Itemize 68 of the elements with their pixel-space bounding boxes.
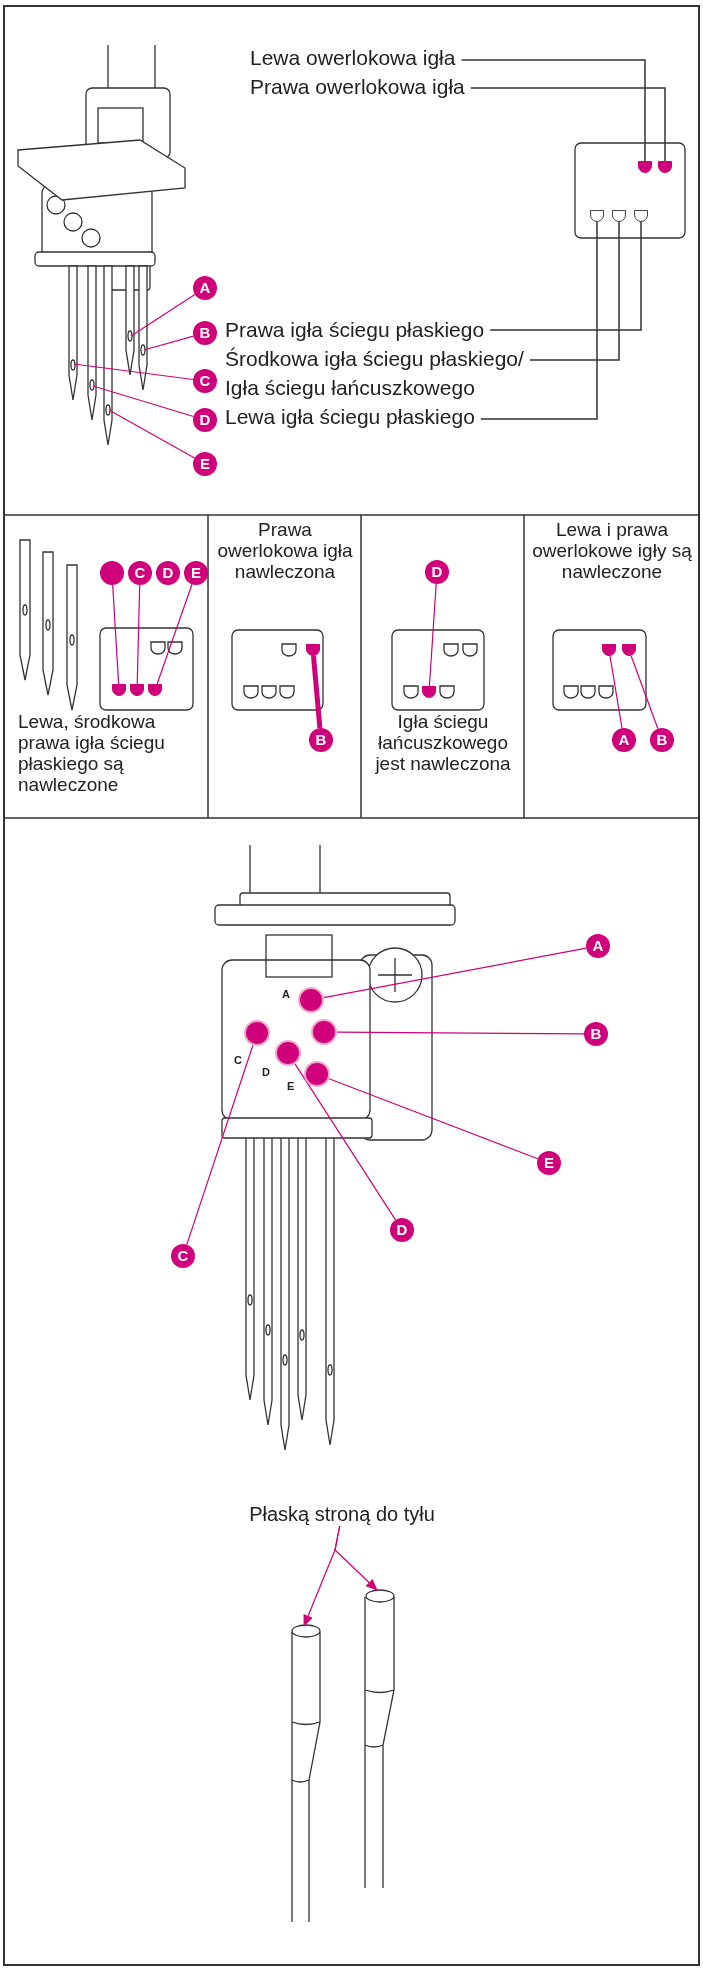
callout-letter: D	[425, 560, 449, 584]
callout-letter: A	[193, 276, 217, 300]
leader-line	[323, 947, 587, 999]
callout-letter: D	[390, 1218, 414, 1242]
callout-letter: E	[184, 561, 208, 585]
panel-caption: Prawa owerlokowa igła nawleczona	[216, 520, 354, 583]
panel-caption: Lewa, środkowa prawa igła ściegu płaskiego są nawleczone	[18, 712, 166, 796]
leader-line	[328, 1078, 539, 1160]
needle-symbol	[638, 161, 652, 173]
needle-label: Lewa igła ściegu płaskiego	[225, 405, 475, 430]
engraved-letter: E	[287, 1080, 295, 1092]
needle-symbol	[130, 684, 144, 696]
leader-line	[136, 584, 141, 685]
leader-line	[108, 409, 196, 459]
leader-line	[156, 583, 193, 685]
needle-symbol	[612, 210, 626, 222]
leader-line	[73, 363, 194, 381]
leader-line	[630, 655, 659, 730]
callout-letter: E	[537, 1151, 561, 1175]
needle-symbol	[306, 644, 320, 656]
callout-letter: D	[193, 408, 217, 432]
needle-symbol	[658, 161, 672, 173]
leader-line	[112, 584, 120, 685]
callout-letter: A	[586, 934, 610, 958]
leader-line	[143, 335, 194, 351]
leader-line	[294, 1063, 397, 1221]
callout-letter: B	[309, 728, 333, 752]
callout-letter: E	[193, 452, 217, 476]
leader-line	[92, 385, 195, 418]
leader-line	[130, 293, 196, 337]
leader-line	[460, 59, 646, 162]
needle-label: Prawa igła ściegu płaskiego	[225, 318, 485, 343]
leader-line	[311, 655, 323, 729]
leader-line	[186, 1044, 254, 1246]
needle-symbol	[622, 644, 636, 656]
leader-line	[336, 1031, 585, 1035]
callout-letter: C	[193, 369, 217, 393]
instruction-text: Płaską stroną do tyłu	[192, 1503, 492, 1526]
callout-letter: A	[612, 728, 636, 752]
panel-caption: Lewa i prawa owerlokowe igły są nawleczone	[531, 520, 693, 583]
callout-letter: C	[171, 1244, 195, 1268]
callout-letter: C	[128, 561, 152, 585]
needle-label: Środkowa igła ściegu płaskiego/	[225, 347, 524, 372]
callout-letter: D	[156, 561, 180, 585]
callout-circle	[100, 561, 124, 585]
needle-label: Igła ściegu łańcuszkowego	[225, 376, 475, 401]
leader-line	[480, 221, 598, 420]
needle-symbol	[602, 644, 616, 656]
engraved-letter: C	[234, 1054, 242, 1066]
panel-caption: Igła ściegu łańcuszkowego jest nawleczona	[374, 712, 512, 775]
needle-symbol	[422, 686, 436, 698]
leader-line	[428, 583, 437, 687]
needle-symbol	[148, 684, 162, 696]
callout-letter: B	[193, 321, 217, 345]
engraved-letter: A	[282, 988, 290, 1000]
needle-symbol	[112, 684, 126, 696]
leader-line	[609, 655, 623, 729]
callout-letter: B	[650, 728, 674, 752]
needle-label: Prawa owerlokowa igła	[250, 75, 465, 100]
leader-line	[489, 221, 642, 331]
leader-line	[529, 221, 620, 361]
engraved-letter: D	[262, 1066, 270, 1078]
needle-symbol	[634, 210, 648, 222]
needle-label: Lewa owerlokowa igła	[250, 46, 456, 71]
needle-symbol	[590, 210, 604, 222]
callout-letter: B	[584, 1022, 608, 1046]
leader-line	[470, 87, 666, 162]
arrow	[334, 1525, 378, 1591]
